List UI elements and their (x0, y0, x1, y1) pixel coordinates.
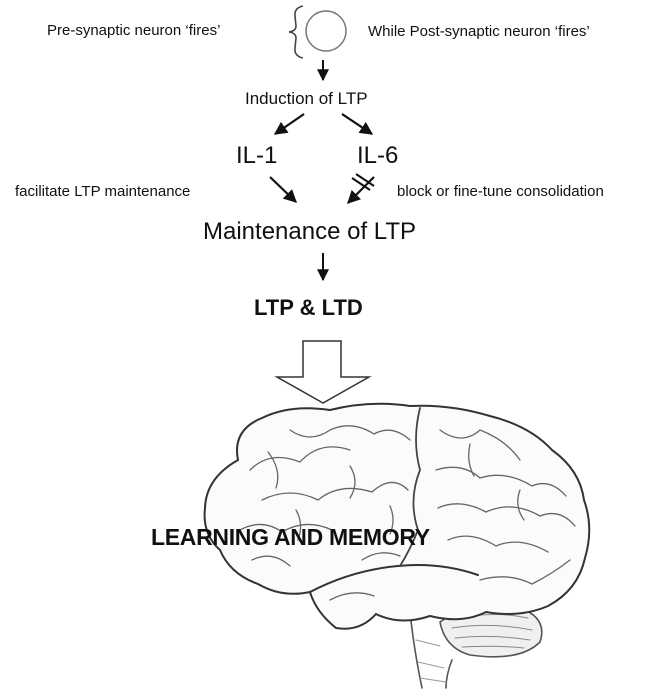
blocked-arrow-icon (347, 173, 375, 204)
maintenance-label: Maintenance of LTP (203, 218, 417, 245)
il6-effect-label: block or fine-tune consolidation (397, 183, 604, 200)
brace-icon (288, 5, 304, 59)
pre-synaptic-label: Pre-synaptic neuron ‘fires’ (47, 22, 221, 39)
il6-label: IL-6 (357, 142, 399, 169)
arrow-induction-to-il1 (273, 113, 305, 135)
brain-illustration-icon (203, 402, 591, 689)
il1-label: IL-1 (236, 142, 278, 169)
hollow-down-arrow-icon (274, 340, 372, 404)
learning-memory-label: LEARNING AND MEMORY (151, 524, 430, 550)
induction-label: Induction of LTP (245, 89, 368, 108)
il1-effect-label: facilitate LTP maintenance (15, 183, 191, 200)
neuron-circle-icon (305, 10, 347, 52)
arrow-il1-to-maintenance (269, 176, 297, 203)
arrow-induction-to-il6 (341, 113, 374, 135)
ltp-ltd-label: LTP & LTD (254, 295, 363, 320)
post-synaptic-label: While Post-synaptic neuron ‘fires’ (368, 23, 590, 40)
